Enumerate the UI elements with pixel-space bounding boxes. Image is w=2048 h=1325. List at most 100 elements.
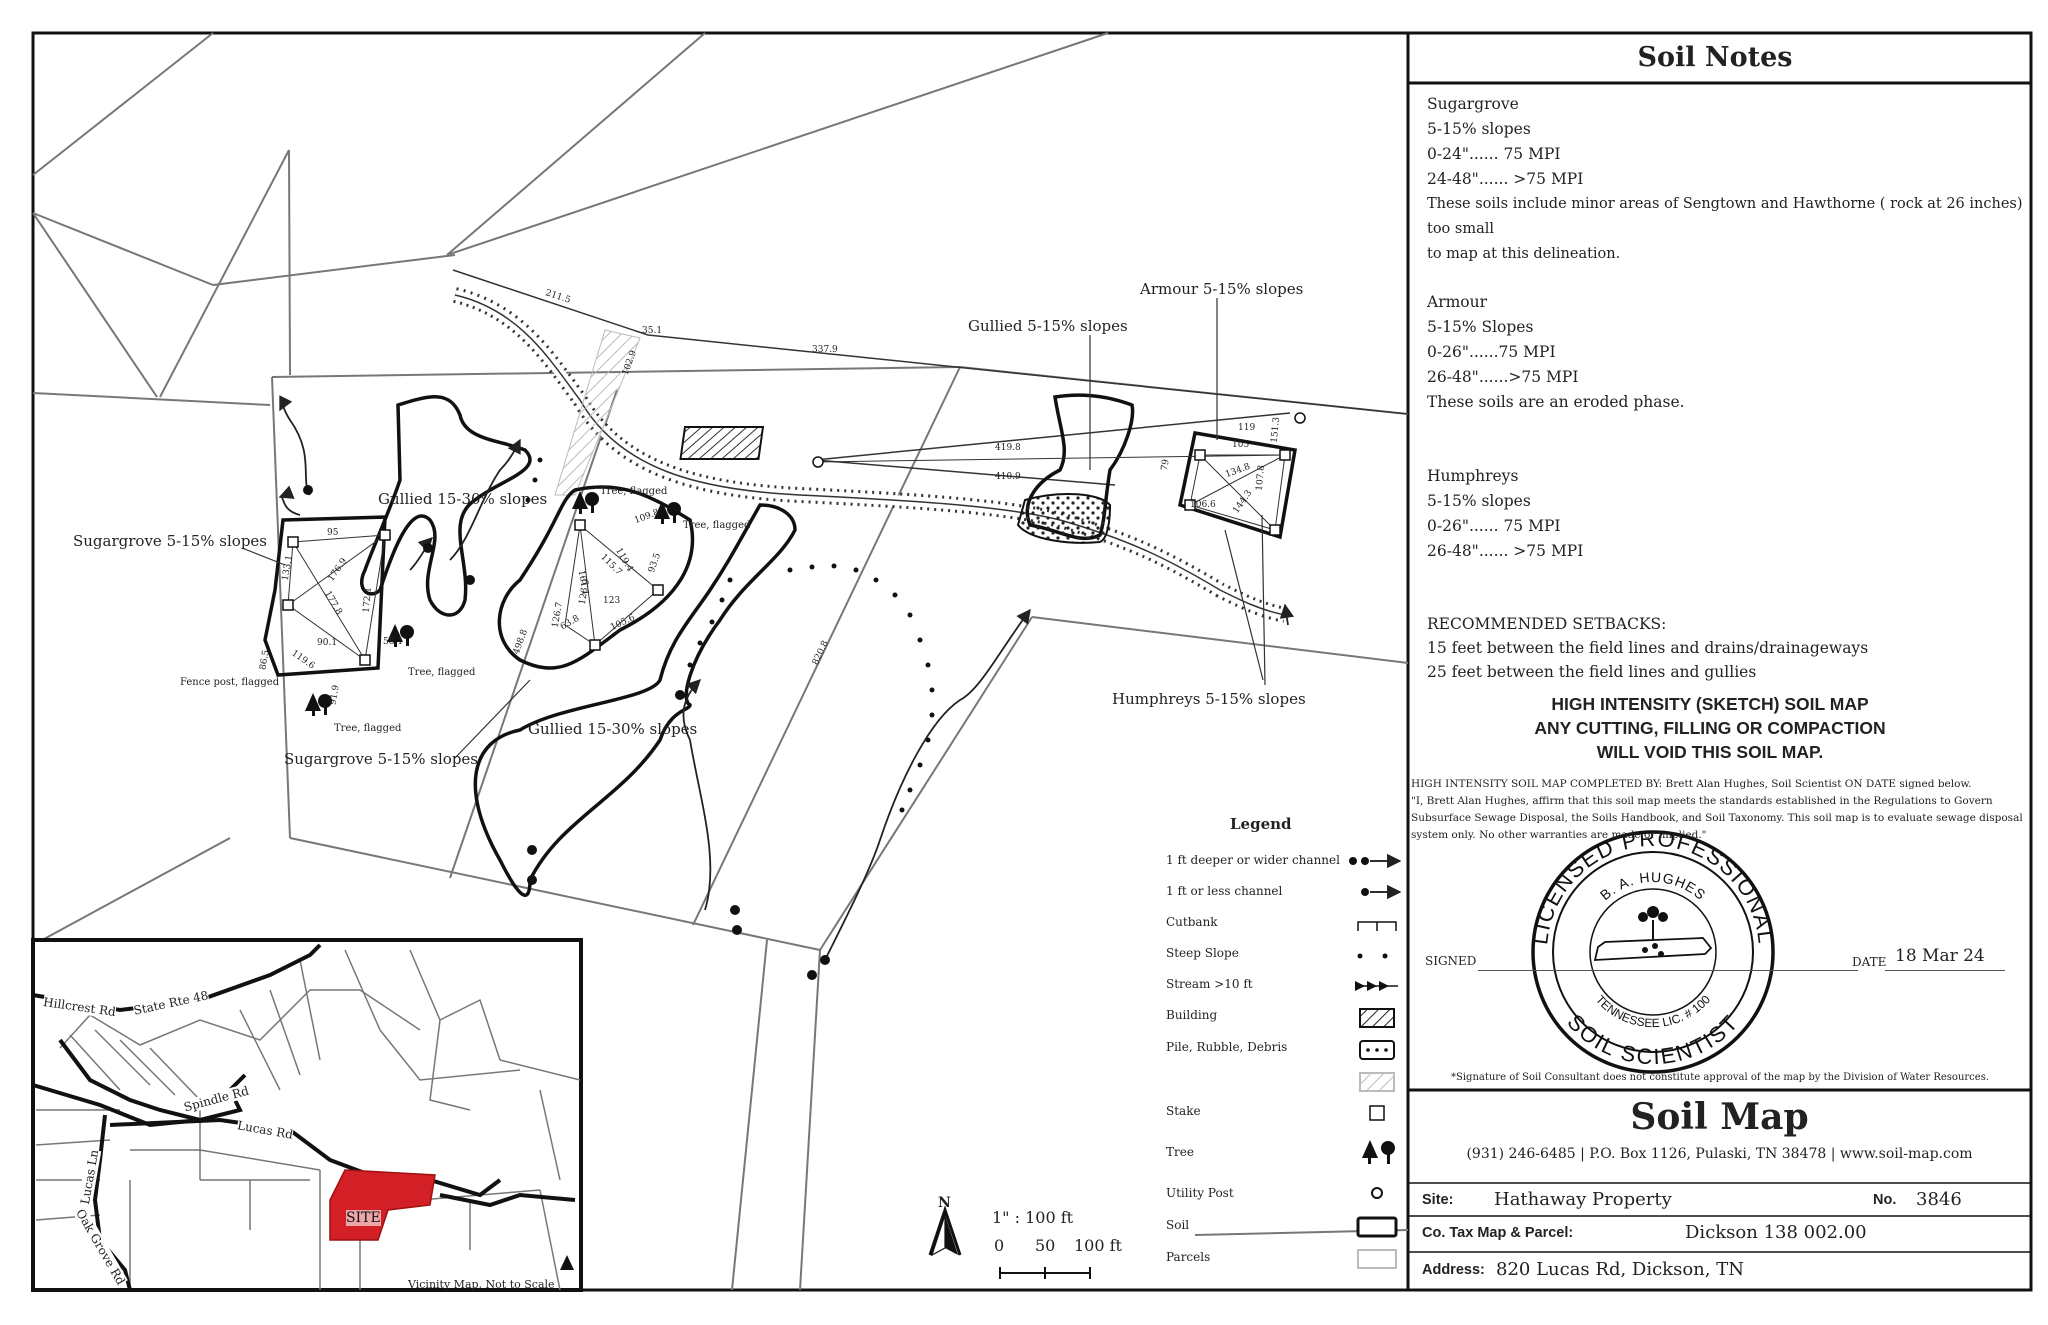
site-label: Site: bbox=[1422, 1192, 1454, 1208]
no-label: No. bbox=[1873, 1192, 1897, 1208]
armour-slope: 5-15% Slopes bbox=[1427, 318, 1534, 336]
legend-shallow-channel: 1 ft or less channel bbox=[1166, 884, 1283, 898]
signature-line[interactable] bbox=[1478, 970, 1858, 971]
humphreys-depth-2: 26-48"...... >75 MPI bbox=[1427, 542, 1584, 560]
armour-desc: These soils are an eroded phase. bbox=[1427, 393, 1685, 411]
legend-stake: Stake bbox=[1166, 1104, 1201, 1118]
address-label: Address: bbox=[1422, 1262, 1485, 1278]
legend-soil: Soil bbox=[1166, 1218, 1190, 1232]
label-tree-flagged-1: Tree, flagged bbox=[408, 667, 476, 678]
sugargrove-depth-1: 0-24"...... 75 MPI bbox=[1427, 145, 1561, 163]
tax-label: Co. Tax Map & Parcel: bbox=[1422, 1225, 1574, 1241]
label-gullied-top: Gullied 15-30% slopes bbox=[378, 490, 548, 508]
title-block-contact: (931) 246-6485 | P.O. Box 1126, Pulaski,… bbox=[1466, 1146, 1973, 1162]
armour-name: Armour bbox=[1427, 293, 1488, 311]
measure-12: 90.1 bbox=[317, 638, 338, 648]
tax-value[interactable]: Dickson 138 002.00 bbox=[1685, 1222, 1867, 1243]
scale-ratio: 1" : 100 ft bbox=[992, 1208, 1074, 1227]
sugargrove-name: Sugargrove bbox=[1427, 95, 1519, 113]
armour-depth-2: 26-48"......>75 MPI bbox=[1427, 368, 1579, 386]
humphreys-slope: 5-15% slopes bbox=[1427, 492, 1531, 510]
vicinity-north-icon bbox=[560, 1255, 574, 1270]
measure-21: 123 bbox=[603, 596, 621, 606]
site-value[interactable]: Hathaway Property bbox=[1494, 1189, 1672, 1210]
notes-frame bbox=[1406, 31, 2033, 1292]
affirm-statement: "I, Brett Alan Hughes, affirm that this … bbox=[1411, 795, 2023, 841]
steep-slope-dots bbox=[525, 457, 935, 813]
license-seal: LICENSED PROFESSIONAL SOIL SCIENTIST B. … bbox=[1527, 826, 1777, 1074]
label-sugargrove-top: Sugargrove 5-15% slopes bbox=[73, 532, 267, 550]
humphreys-depth-1: 0-26"...... 75 MPI bbox=[1427, 517, 1561, 535]
stakes bbox=[282, 412, 1306, 666]
humphreys-name: Humphreys bbox=[1427, 467, 1519, 485]
label-gullied-bottom: Gullied 15-30% slopes bbox=[528, 720, 698, 738]
measure-36: 79 bbox=[1159, 458, 1172, 472]
notes-title: Soil Notes bbox=[1637, 42, 1793, 73]
notes-armour: Armour 5-15% Slopes 0-26"......75 MPI 26… bbox=[1427, 290, 2027, 415]
stream-center bbox=[454, 294, 1286, 616]
date-value[interactable]: 18 Mar 24 bbox=[1895, 946, 1985, 966]
label-fence-post: Fence post, flagged bbox=[180, 677, 280, 688]
scale-tick-50: 50 bbox=[1035, 1236, 1056, 1255]
measure-5: 419.8 bbox=[995, 443, 1021, 453]
sugargrove-slope: 5-15% slopes bbox=[1427, 120, 1531, 138]
scale-tick-0: 0 bbox=[994, 1236, 1005, 1255]
setbacks-line-1: 15 feet between the field lines and drai… bbox=[1427, 639, 1869, 657]
vicinity-caption: Vicinity Map, Not to Scale bbox=[408, 1278, 555, 1291]
label-sugargrove-bottom: Sugargrove 5-15% slopes bbox=[284, 750, 478, 768]
measure-34: 106.6 bbox=[1190, 500, 1216, 510]
soil-gullied-top bbox=[359, 395, 532, 617]
building bbox=[679, 426, 765, 460]
notes-sugargrove: Sugargrove 5-15% slopes 0-24"...... 75 M… bbox=[1427, 92, 2027, 267]
measure-30: 105 bbox=[1232, 440, 1250, 450]
warning-line-3: WILL VOID THIS SOIL MAP. bbox=[1596, 742, 1824, 762]
scale-bar bbox=[999, 1267, 1091, 1279]
soil-gullied-bottom bbox=[473, 503, 797, 897]
measure-7: 95 bbox=[327, 528, 339, 538]
notes-affirm: HIGH INTENSITY SOIL MAP COMPLETED BY: Br… bbox=[1411, 776, 2023, 844]
parcel-lines bbox=[32, 32, 1409, 1291]
legend-steep-slope: Steep Slope bbox=[1166, 946, 1239, 960]
warning-line-1: HIGH INTENSITY (SKETCH) SOIL MAP bbox=[1551, 694, 1869, 714]
measure-2: 35.1 bbox=[642, 326, 663, 336]
legend-building: Building bbox=[1166, 1008, 1218, 1022]
sugargrove-desc-1: These soils include minor areas of Sengt… bbox=[1427, 196, 2023, 237]
vicinity-map bbox=[31, 938, 583, 1292]
tree-icons bbox=[305, 491, 681, 716]
signed-label: SIGNED bbox=[1425, 954, 1477, 968]
notes-setbacks: RECOMMENDED SETBACKS: 15 feet between th… bbox=[1427, 612, 2027, 684]
legend-rubble: Pile, Rubble, Debris bbox=[1166, 1040, 1288, 1054]
legend-title: Legend bbox=[1230, 815, 1292, 833]
label-humphreys: Humphreys 5-15% slopes bbox=[1112, 690, 1306, 708]
setbacks-heading: RECOMMENDED SETBACKS: bbox=[1427, 615, 1667, 633]
completed-by: HIGH INTENSITY SOIL MAP COMPLETED BY: Br… bbox=[1411, 778, 1972, 790]
label-gullied-5-15: Gullied 5-15% slopes bbox=[968, 317, 1128, 335]
tennessee-outline-icon bbox=[1593, 937, 1713, 961]
no-value[interactable]: 3846 bbox=[1916, 1189, 1962, 1210]
measure-16: 58.1 bbox=[383, 637, 404, 647]
legend-symbols bbox=[1349, 853, 1402, 1269]
address-value[interactable]: 820 Lucas Rd, Dickson, TN bbox=[1496, 1259, 1744, 1280]
north-label: N bbox=[938, 1195, 951, 1211]
notes-warning: HIGH INTENSITY (SKETCH) SOIL MAP ANY CUT… bbox=[1400, 692, 2020, 764]
notes-humphreys: Humphreys 5-15% slopes 0-26"...... 75 MP… bbox=[1427, 464, 2027, 564]
sugargrove-depth-2: 24-48"...... >75 MPI bbox=[1427, 170, 1584, 188]
legend-utility-post: Utility Post bbox=[1166, 1186, 1234, 1200]
soil-armour bbox=[1177, 430, 1298, 540]
label-tree-flagged-2: Tree, flagged bbox=[334, 723, 402, 734]
scale-tick-100: 100 ft bbox=[1074, 1236, 1122, 1255]
label-tree-flagged-4: Tree, flagged bbox=[683, 520, 751, 531]
legend-cutbank: Cutbank bbox=[1166, 915, 1218, 929]
property-line bbox=[452, 269, 1409, 486]
disclaimer: *Signature of Soil Consultant does not c… bbox=[1451, 1072, 1989, 1083]
measure-29: 119 bbox=[1238, 423, 1256, 433]
armour-depth-1: 0-26"......75 MPI bbox=[1427, 343, 1556, 361]
callout-lines bbox=[241, 298, 1266, 759]
sugargrove-desc-2: to map at this delineation. bbox=[1427, 246, 1621, 262]
debris-area bbox=[554, 329, 641, 496]
legend-stream: Stream >10 ft bbox=[1166, 977, 1253, 991]
legend-tree: Tree bbox=[1166, 1145, 1194, 1159]
legend-parcels: Parcels bbox=[1166, 1250, 1211, 1264]
vicinity-site-label: SITE bbox=[346, 1210, 381, 1226]
